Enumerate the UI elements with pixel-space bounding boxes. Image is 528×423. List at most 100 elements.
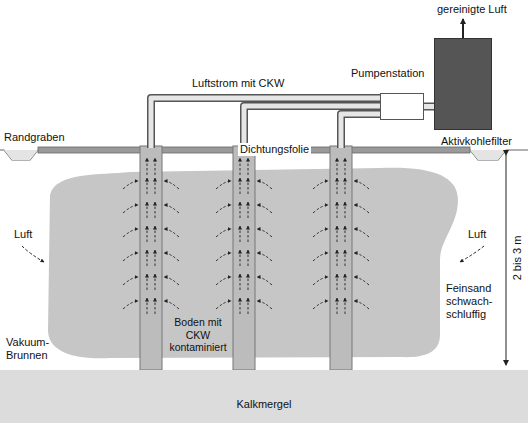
suction-arrow — [345, 274, 346, 290]
pipe-connector — [424, 106, 434, 107]
suction-arrow — [240, 298, 241, 314]
suction-arrow — [345, 158, 346, 175]
air-pipes — [151, 98, 380, 148]
suction-arrow — [147, 158, 148, 175]
suction-arrow — [123, 181, 138, 189]
suction-arrow — [216, 301, 231, 309]
suction-arrow — [155, 158, 156, 175]
suction-arrows — [123, 158, 369, 314]
contamination-label: Boden mit CKW kontaminiert — [164, 316, 232, 354]
suction-arrow — [337, 202, 338, 218]
suction-arrow — [345, 178, 346, 194]
suction-arrow — [354, 301, 369, 309]
pump-station: Pumpenstation — [380, 93, 424, 120]
suction-arrow — [147, 202, 148, 218]
air-inflow-arrow — [460, 246, 484, 262]
suction-arrow — [313, 229, 328, 237]
suction-arrow — [337, 178, 338, 194]
suction-arrow — [248, 250, 249, 266]
trench-label: Randgraben — [4, 131, 65, 144]
node-label: Pumpenstation — [351, 67, 424, 80]
air-label: Luft — [468, 228, 486, 241]
suction-arrow — [257, 301, 272, 309]
suction-arrow — [155, 178, 156, 194]
air-inflow-arrow — [22, 246, 44, 262]
suction-arrow — [155, 250, 156, 266]
suction-arrow — [248, 158, 249, 175]
suction-arrow — [248, 274, 249, 290]
suction-arrow — [354, 181, 369, 189]
suction-arrow — [313, 205, 328, 213]
suction-arrow — [240, 178, 241, 194]
suction-arrow — [354, 253, 369, 261]
suction-arrow — [164, 301, 179, 309]
air-flow-label: Luftstrom mit CKW — [192, 77, 284, 90]
suction-arrow — [123, 253, 138, 261]
suction-arrow — [337, 226, 338, 242]
suction-arrow — [216, 253, 231, 261]
suction-arrow — [216, 181, 231, 189]
suction-arrow — [147, 226, 148, 242]
suction-arrow — [164, 205, 179, 213]
soil-type-label: Feinsand schwach-schluffig — [446, 282, 502, 322]
vacuum-well — [330, 146, 352, 370]
suction-arrow — [257, 277, 272, 285]
suction-arrow — [248, 226, 249, 242]
suction-arrow — [155, 274, 156, 290]
suction-arrow — [257, 181, 272, 189]
air-label: Luft — [14, 228, 32, 241]
suction-arrow — [354, 205, 369, 213]
pipe-outline — [424, 103, 434, 111]
suction-arrow — [313, 181, 328, 189]
suction-arrow — [313, 277, 328, 285]
suction-arrow — [164, 277, 179, 285]
suction-arrow — [216, 205, 231, 213]
vacuum-well — [233, 146, 255, 370]
suction-arrow — [337, 158, 338, 175]
suction-arrow — [337, 250, 338, 266]
node-label: Kalkmergel — [0, 370, 528, 411]
suction-arrow — [257, 205, 272, 213]
suction-arrow — [337, 274, 338, 290]
dimension-label: 2 bis 3 m — [511, 236, 524, 281]
suction-arrow — [248, 178, 249, 194]
suction-arrow — [345, 226, 346, 242]
suction-arrow — [216, 277, 231, 285]
suction-arrow — [147, 298, 148, 314]
dimension-line — [506, 155, 507, 365]
suction-arrow — [354, 229, 369, 237]
clean-air-label: gereinigte Luft — [437, 3, 507, 16]
clean-air-arrow — [462, 19, 464, 38]
suction-arrow — [164, 253, 179, 261]
suction-arrow — [164, 229, 179, 237]
suction-arrow — [216, 229, 231, 237]
membrane-label: Dichtungsfolie — [238, 143, 311, 156]
suction-arrow — [337, 298, 338, 314]
suction-arrow — [155, 298, 156, 314]
suction-arrow — [123, 277, 138, 285]
suction-arrow — [155, 202, 156, 218]
suction-arrow — [313, 253, 328, 261]
suction-arrow — [123, 205, 138, 213]
activated-carbon-filter: Aktivkohlefilter — [434, 38, 492, 130]
suction-arrow — [248, 202, 249, 218]
suction-arrow — [147, 250, 148, 266]
suction-arrow — [147, 178, 148, 194]
suction-arrow — [257, 253, 272, 261]
well-label: Vakuum-Brunnen — [6, 336, 58, 362]
suction-arrow — [123, 301, 138, 309]
node-label: Aktivkohlefilter — [441, 135, 512, 148]
suction-arrow — [240, 250, 241, 266]
suction-arrow — [164, 181, 179, 189]
suction-arrow — [240, 158, 241, 175]
suction-arrow — [147, 274, 148, 290]
suction-arrow — [240, 226, 241, 242]
suction-arrow — [354, 277, 369, 285]
vacuum-well — [140, 146, 162, 370]
pipe-core — [424, 104, 434, 109]
limestone-marl-layer: Kalkmergel — [0, 370, 528, 423]
suction-arrow — [345, 298, 346, 314]
suction-arrow — [240, 202, 241, 218]
suction-arrow — [123, 229, 138, 237]
suction-arrow — [155, 226, 156, 242]
